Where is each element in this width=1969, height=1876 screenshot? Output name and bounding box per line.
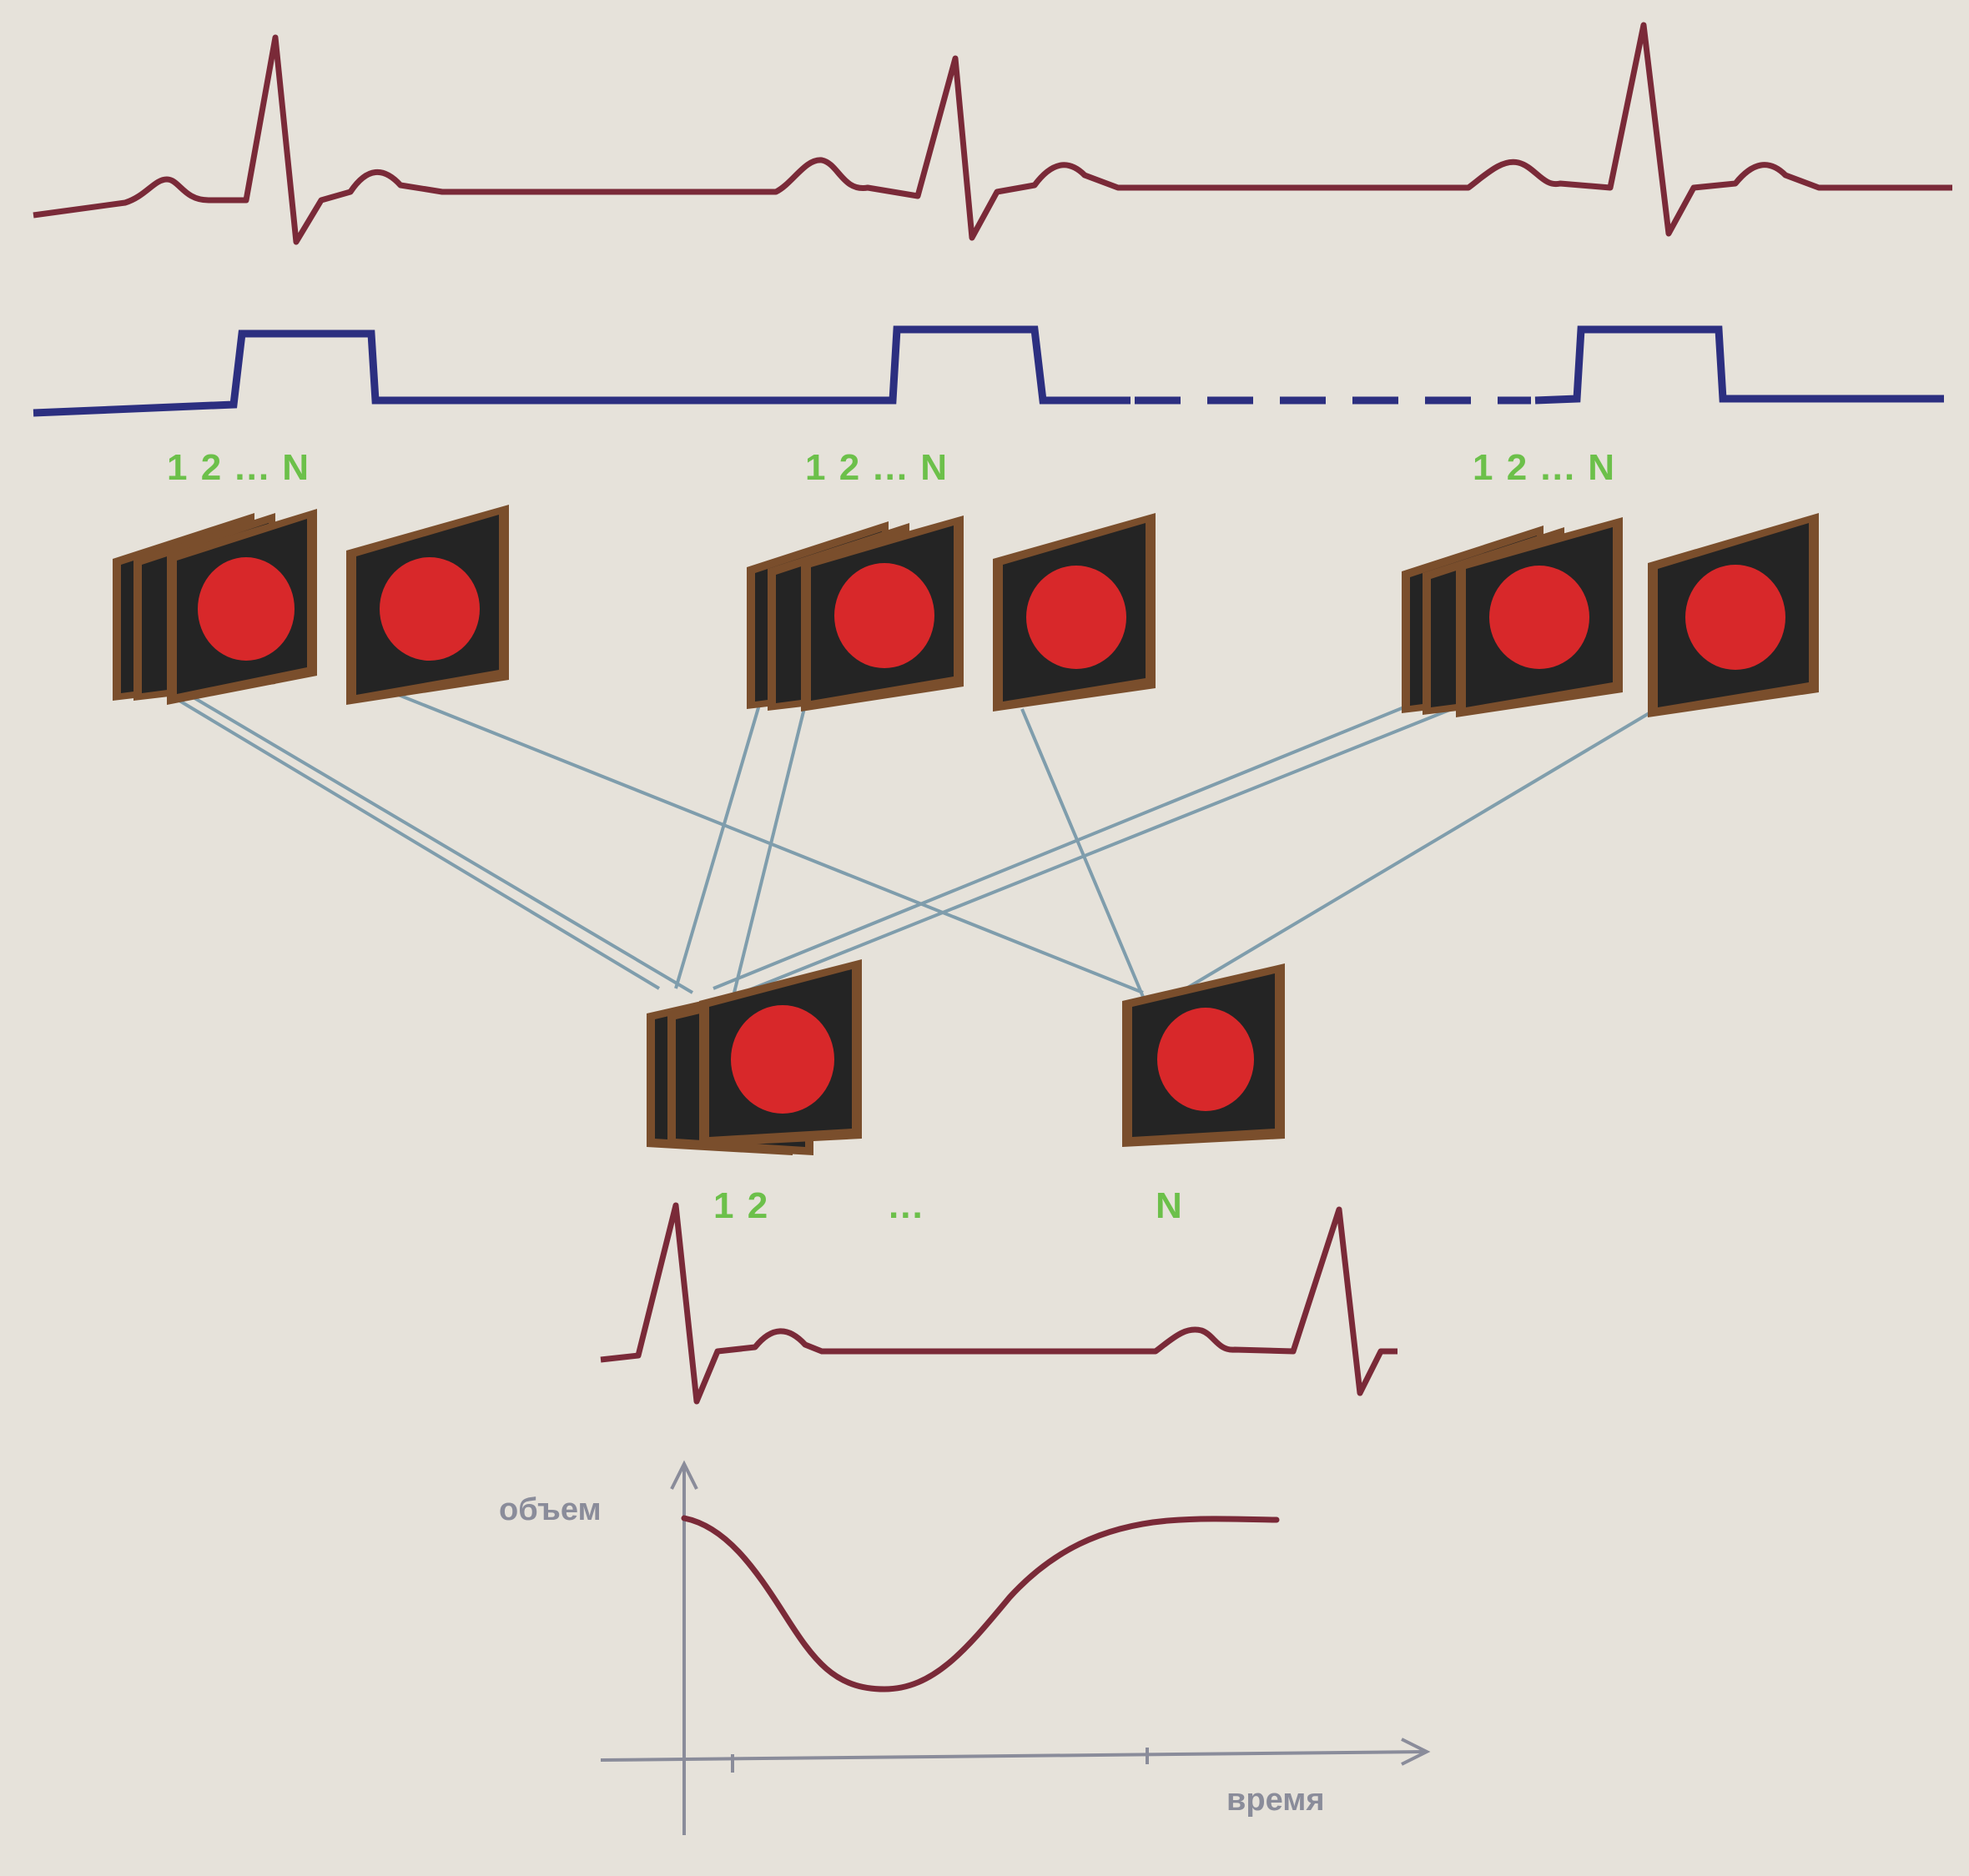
heart-blob: [731, 1005, 834, 1114]
connector-line: [1020, 708, 1145, 998]
gate-pulse-1: [33, 325, 1131, 417]
image-frame: [1456, 517, 1623, 717]
heart-blob: [380, 557, 480, 661]
connector-line: [1171, 707, 1658, 998]
image-frame: [346, 505, 509, 705]
ecg-trace-cycle: [600, 1202, 1397, 1405]
volume-curve: [681, 1515, 1280, 1692]
frame-index-label-bottom-first: 1 2: [713, 1185, 769, 1226]
combined-frames: [647, 959, 1285, 1155]
image-frame: [167, 509, 317, 705]
image-frame: [1122, 963, 1285, 1147]
frame-group-2: [747, 513, 1156, 712]
frame-group-3: [1402, 513, 1819, 717]
image-frame: [993, 513, 1156, 712]
connector-line: [674, 704, 761, 989]
frame-index-label-top-3: 1 2 ... N: [1473, 447, 1616, 488]
image-frame: [1648, 513, 1819, 717]
heart-blob: [1026, 566, 1126, 669]
y-axis-label: объем: [499, 1492, 602, 1527]
connector-line: [742, 707, 1453, 994]
image-frame: [801, 516, 964, 712]
connector-line: [157, 687, 661, 990]
gating-signal: [33, 325, 1944, 417]
frame-index-label-top-2: 1 2 ... N: [805, 447, 949, 488]
image-frame: [699, 959, 862, 1147]
connector-line: [713, 703, 1411, 990]
connector-line: [733, 704, 807, 993]
heart-blob: [1685, 565, 1785, 670]
ecg-trace-top: [33, 22, 1952, 245]
heart-blob: [1157, 1008, 1254, 1111]
heart-blob: [198, 557, 295, 661]
frame-index-label-top-1: 1 2 ... N: [167, 447, 310, 488]
gate-pulse-3: [1534, 325, 1944, 405]
heart-blob: [1489, 566, 1589, 669]
x-axis-label: время: [1226, 1783, 1325, 1818]
x-axis-arrowhead: [1401, 1738, 1431, 1766]
heart-blob: [834, 563, 934, 668]
connector-line: [190, 695, 694, 994]
frame-index-label-bottom-last: N: [1156, 1185, 1184, 1226]
frame-index-label-bottom-dots: ...: [889, 1185, 924, 1226]
frame-group-1: [113, 505, 509, 705]
y-axis-arrowhead: [670, 1460, 698, 1490]
connector-lines: [157, 687, 1658, 998]
x-axis: [600, 1750, 1428, 1762]
volume-chart: объем время: [499, 1460, 1431, 1835]
connector-line: [391, 691, 1144, 994]
